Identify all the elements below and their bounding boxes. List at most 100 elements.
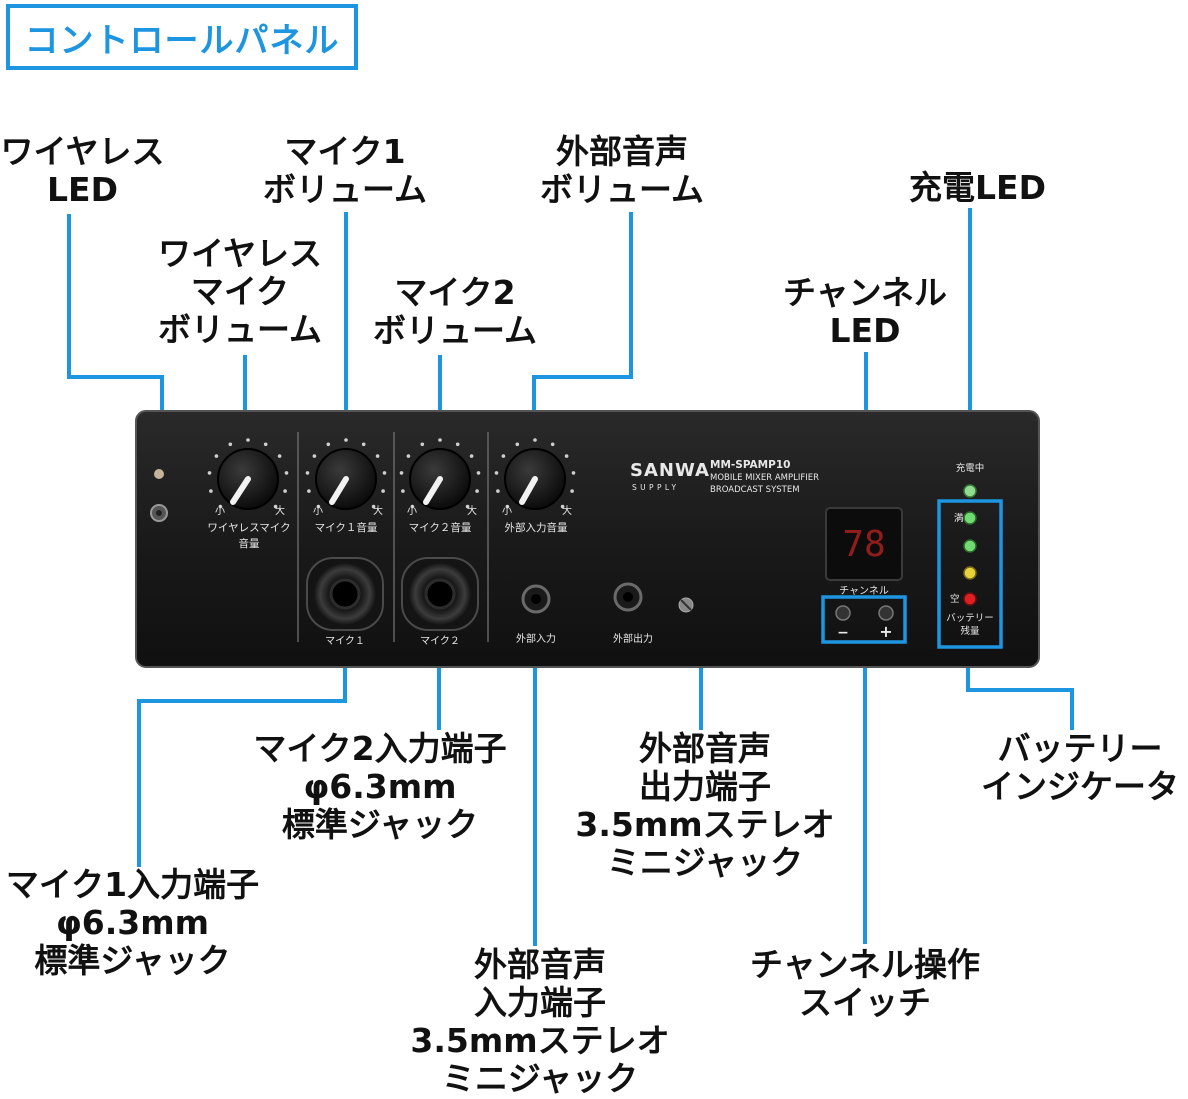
knob-scale-dot	[361, 442, 366, 447]
model-description: MOBILE MIXER AMPLIFIER	[710, 473, 819, 483]
knob-scale-dot	[420, 442, 425, 447]
knob-scale-dot	[284, 471, 289, 475]
ext-input-caption: 外部入力	[516, 632, 556, 645]
leader-ext-volume	[532, 375, 633, 379]
brand-logo-sub: SUPPLY	[632, 483, 679, 492]
section-title: コントロールパネル	[6, 4, 358, 70]
knob-min-mark: 小	[215, 505, 225, 517]
leader-mic1-volume	[344, 212, 348, 482]
leader-channel-switch	[863, 644, 867, 944]
charging-caption: 充電中	[956, 462, 985, 474]
charge-led	[963, 484, 977, 498]
knob-scale-dot	[564, 454, 569, 458]
knob-scale-dot	[316, 504, 321, 509]
mic1-volume-knob[interactable]	[315, 448, 377, 510]
mic2-volume-caption: マイク２音量	[409, 521, 472, 534]
knob-scale-dot	[475, 489, 479, 493]
ext-input-volume-caption: 外部入力音量	[505, 521, 568, 534]
knob-scale-dot	[571, 471, 576, 475]
minus-mark: −	[837, 625, 849, 641]
mic2-jack-caption: マイク２	[420, 635, 460, 647]
channel-minus-button[interactable]	[835, 605, 851, 621]
knob-scale-dot	[476, 471, 481, 475]
mic1-jack-caption: マイク１	[325, 635, 365, 647]
model-number: MM-SPAMP10	[710, 459, 790, 471]
knob-scale-dot	[207, 471, 212, 475]
leader-charge-led	[968, 208, 972, 486]
label-ext-volume: 外部音声ボリューム	[539, 132, 704, 209]
channel-switch-highlight	[821, 595, 907, 644]
knob-scale-dot	[465, 504, 470, 509]
knob-scale-dot	[399, 471, 404, 475]
knob-max-mark: 大	[467, 504, 477, 517]
ext-input-volume-knob[interactable]	[504, 448, 566, 510]
battery-full-mark: 満	[954, 513, 964, 524]
leader-ext-volume	[629, 212, 633, 379]
knob-scale-dot	[494, 471, 499, 475]
knob-scale-dot	[381, 489, 385, 493]
battery-led-1	[963, 511, 977, 525]
knob-scale-dot	[273, 504, 278, 509]
knob-max-mark: 大	[373, 504, 383, 517]
knob-scale-dot	[283, 489, 287, 493]
knob-scale-dot	[438, 438, 442, 442]
knob-min-mark: 小	[313, 505, 323, 517]
knob-scale-dot	[382, 471, 387, 475]
knob-scale-dot	[505, 504, 510, 509]
knob-scale-dot	[263, 442, 268, 447]
knob-scale-dot	[401, 489, 405, 493]
label-charge-led: 充電LED	[909, 168, 1046, 207]
knob-scale-dot	[515, 442, 520, 447]
knob-scale-dot	[246, 438, 250, 442]
knob-scale-dot	[218, 504, 223, 509]
knob-max-mark: 大	[562, 504, 572, 517]
plus-mark: +	[879, 622, 892, 641]
mic2-volume-knob[interactable]	[409, 448, 471, 510]
battery-caption: バッテリー	[946, 613, 994, 624]
battery-caption-2: 残量	[960, 625, 980, 637]
knob-scale-dot	[496, 489, 500, 493]
knob-scale-dot	[570, 489, 574, 493]
ext-output-jack[interactable]	[613, 582, 643, 612]
channel-plus-button[interactable]	[878, 605, 894, 621]
wireless-mic-volume-knob[interactable]	[217, 448, 279, 510]
leader-wireless-led	[67, 214, 71, 378]
model-description-2: BROADCAST SYSTEM	[710, 485, 800, 495]
label-battery-indicator: バッテリーインジケータ	[981, 729, 1179, 806]
mic1-input-jack[interactable]	[306, 557, 384, 631]
knob-scale-dot	[375, 454, 380, 458]
leader-mic1-input	[137, 699, 141, 867]
leader-mic2-input	[437, 612, 441, 730]
knob-scale-dot	[371, 504, 376, 509]
battery-empty-mark: 空	[950, 593, 960, 605]
knob-scale-dot	[455, 442, 460, 447]
mixer-amplifier-panel: 小 大 小 大 小 大 小 大 ワイヤレスマイク 音量 マイク１音量 マイク２音…	[135, 410, 1040, 668]
leader-mic1-input	[137, 699, 347, 703]
wireless-led	[154, 469, 164, 479]
knob-scale-dot	[209, 489, 213, 493]
knob-scale-dot	[228, 442, 233, 447]
leader-battery-indicator	[966, 688, 1074, 692]
mic2-input-jack[interactable]	[401, 557, 479, 631]
knob-scale-dot	[550, 442, 555, 447]
ext-input-jack[interactable]	[521, 584, 551, 614]
knob-scale-dot	[305, 471, 310, 475]
knob-scale-dot	[307, 489, 311, 493]
knob-scale-dot	[410, 504, 415, 509]
battery-led-4	[963, 592, 977, 606]
knob-scale-dot	[469, 454, 474, 458]
wireless-mic-volume-caption: ワイヤレスマイク	[207, 522, 290, 534]
label-wireless-mic-volume: ワイヤレスマイクボリューム	[157, 234, 322, 349]
channel-display	[825, 507, 903, 581]
leader-ext-input	[533, 602, 537, 946]
brand-logo: SANWA	[630, 460, 710, 481]
knob-scale-dot	[501, 454, 506, 458]
knob-scale-dot	[312, 454, 317, 458]
label-channel-switch: チャンネル操作スイッチ	[749, 945, 980, 1022]
ext-output-caption: 外部出力	[613, 632, 653, 645]
knob-min-mark: 小	[407, 505, 417, 517]
